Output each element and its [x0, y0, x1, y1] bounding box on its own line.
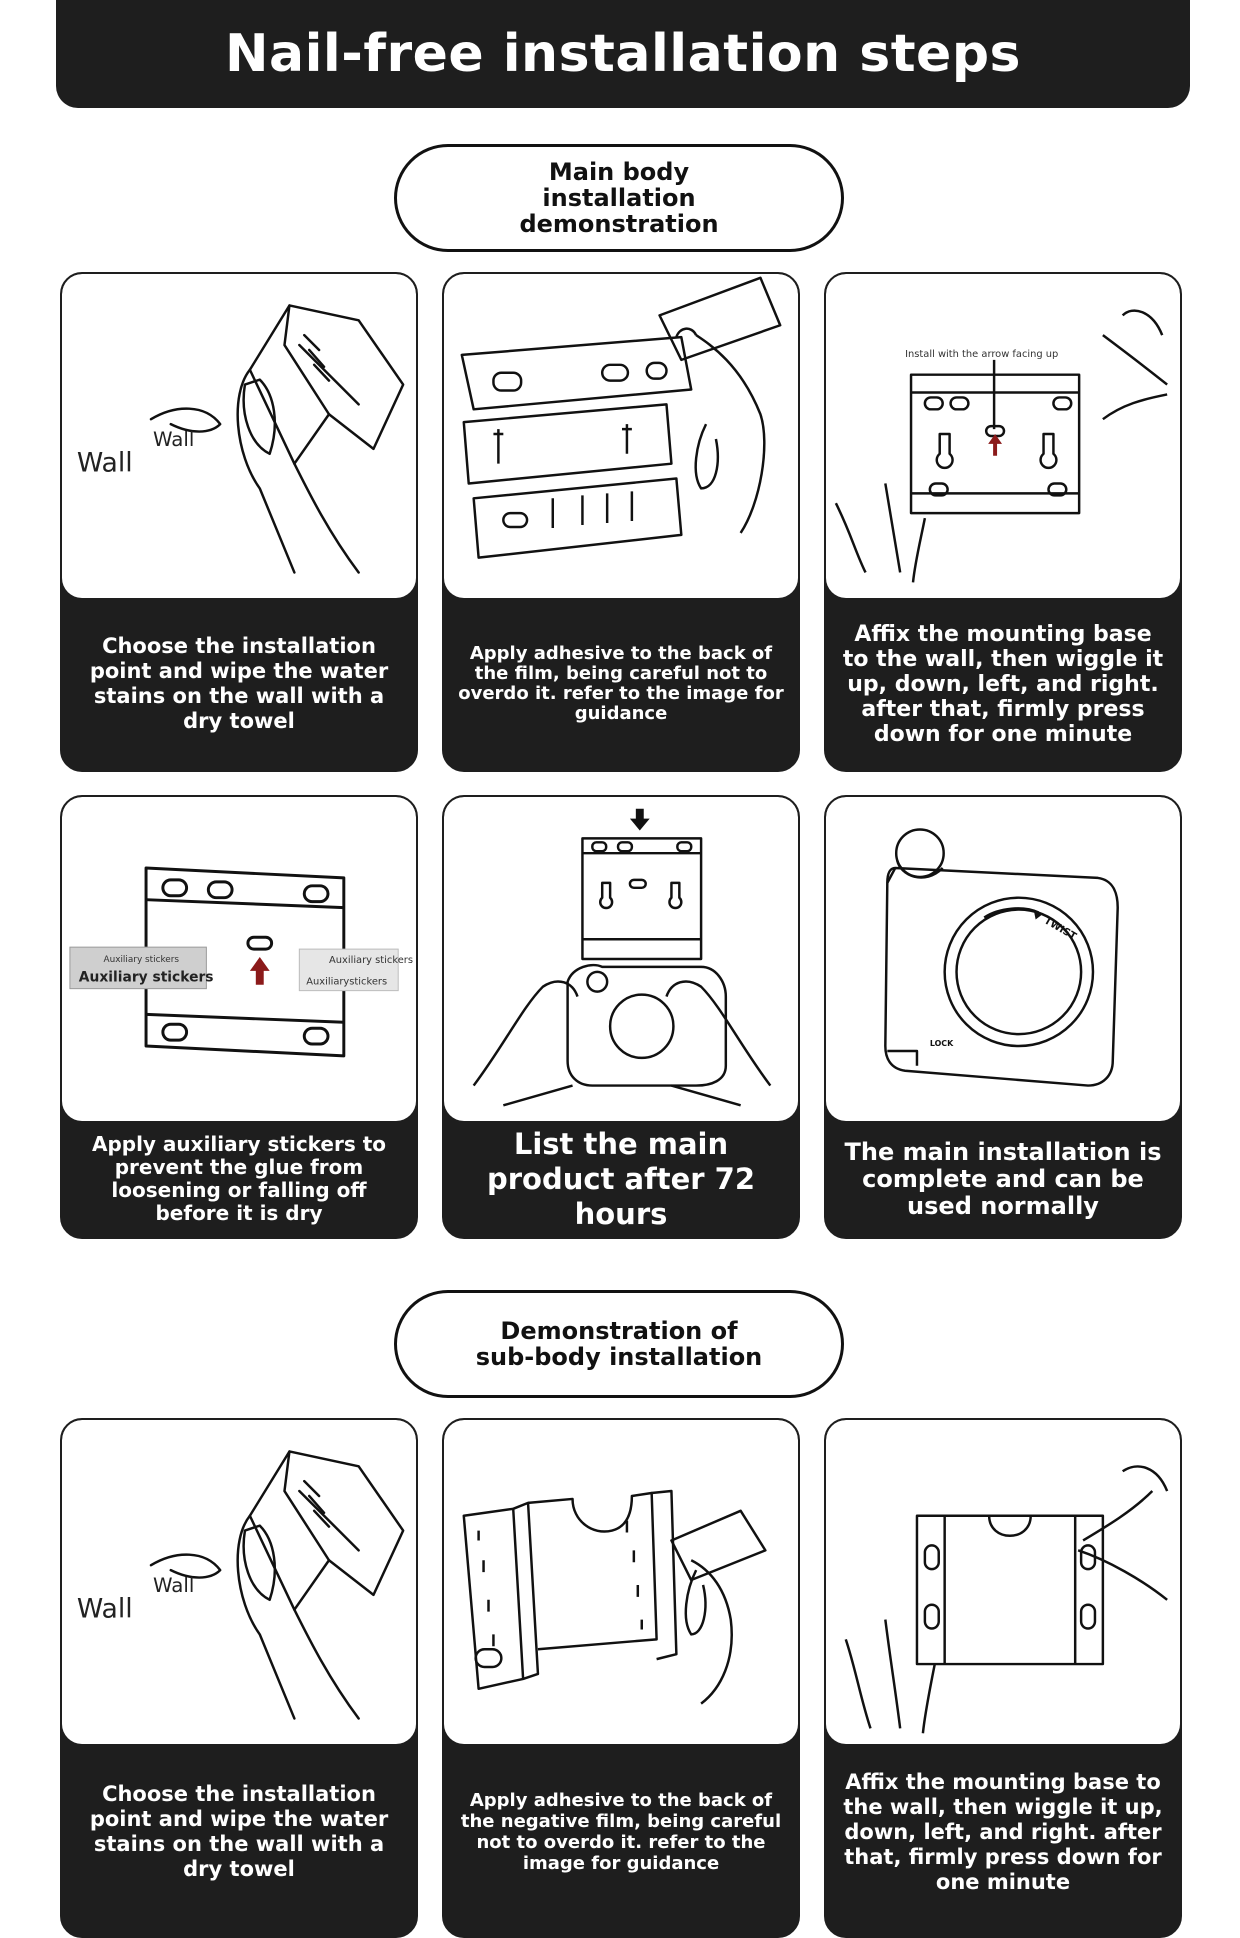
step-card-apply-adhesive: Apply adhesive to the back of the film, … [442, 272, 800, 772]
step-caption: Affix the mounting base to the wall, the… [843, 1769, 1163, 1894]
lock-label: LOCK [930, 1039, 954, 1048]
step-card-affix-base: Install with the arrow facing up Affix t… [824, 272, 1182, 772]
wall-label-small: Wall [153, 428, 194, 451]
step-caption: Choose the installation point and wipe t… [89, 1782, 389, 1881]
step-illustration: TWIST LOCK [826, 797, 1180, 1121]
mount-product-illustration [472, 808, 772, 1107]
sticker-label-right-2: Auxiliarystickers [306, 977, 387, 988]
wall-label-small: Wall [153, 1574, 194, 1597]
step-caption: Affix the mounting base to the wall, the… [842, 621, 1164, 747]
step-illustration [444, 797, 798, 1121]
wipe-wall-illustration: Wall Wall [77, 1450, 405, 1720]
step-caption: List the main product after 72 hours [486, 1126, 755, 1231]
step-card-installation-complete: TWIST LOCK The main installation is comp… [824, 795, 1182, 1239]
step-card-apply-adhesive-sub: Apply adhesive to the back of the negati… [442, 1418, 800, 1938]
step-card-wipe-wall-sub: Wall Wall Choose the installation point … [60, 1418, 418, 1938]
wall-label-large: Wall [77, 1594, 133, 1625]
sticker-label-main: Auxiliary stickers [79, 970, 214, 986]
sticker-label-right: Auxiliary stickers [329, 955, 413, 966]
step-caption: Apply auxiliary stickers to prevent the … [91, 1132, 387, 1225]
step-caption: Choose the installation point and wipe t… [89, 634, 389, 733]
step-illustration [826, 1420, 1180, 1744]
step-caption: Apply adhesive to the back of the film, … [458, 643, 784, 724]
section-title-sub-body: Demonstration of sub-body installation [394, 1290, 844, 1398]
section-title-text: Main body installation demonstration [519, 158, 719, 238]
step-card-mount-product: List the main product after 72 hours [442, 795, 800, 1239]
step-illustration: Auxiliary stickers Auxiliary stickers Au… [62, 797, 416, 1121]
page-title: Nail-free installation steps [224, 24, 1021, 84]
adhesive-bracket-illustration [460, 276, 782, 559]
arrow-note-label: Install with the arrow facing up [905, 349, 1058, 360]
step-caption: Apply adhesive to the back of the negati… [460, 1790, 782, 1874]
wipe-wall-illustration: Wall Wall [77, 304, 405, 574]
step-illustration: Wall Wall [62, 274, 416, 598]
step-card-wipe-wall: Wall Wall Choose the installation point … [60, 272, 418, 772]
section-title-text: Demonstration of sub-body installation [475, 1317, 763, 1371]
sticker-label-small: Auxiliary stickers [104, 955, 180, 965]
auxiliary-sticker-illustration: Auxiliary stickers Auxiliary stickers Au… [69, 866, 413, 1058]
affix-base-illustration: Install with the arrow facing up [834, 309, 1168, 583]
step-caption: The main installation is complete and ca… [844, 1137, 1162, 1220]
section-title-main-body: Main body installation demonstration [394, 144, 844, 252]
step-illustration: Wall Wall [62, 1420, 416, 1744]
step-card-auxiliary-stickers: Auxiliary stickers Auxiliary stickers Au… [60, 795, 418, 1239]
page-banner: Nail-free installation steps [56, 0, 1190, 108]
step-card-affix-base-sub: Affix the mounting base to the wall, the… [824, 1418, 1182, 1938]
affix-base-sub-illustration [844, 1465, 1169, 1734]
step-illustration [444, 1420, 798, 1744]
adhesive-bracket-sub-illustration [462, 1489, 767, 1705]
step-illustration: Install with the arrow facing up [826, 274, 1180, 598]
step-illustration [444, 274, 798, 598]
wall-label-large: Wall [77, 448, 133, 479]
installed-product-illustration: TWIST LOCK [884, 828, 1119, 1087]
